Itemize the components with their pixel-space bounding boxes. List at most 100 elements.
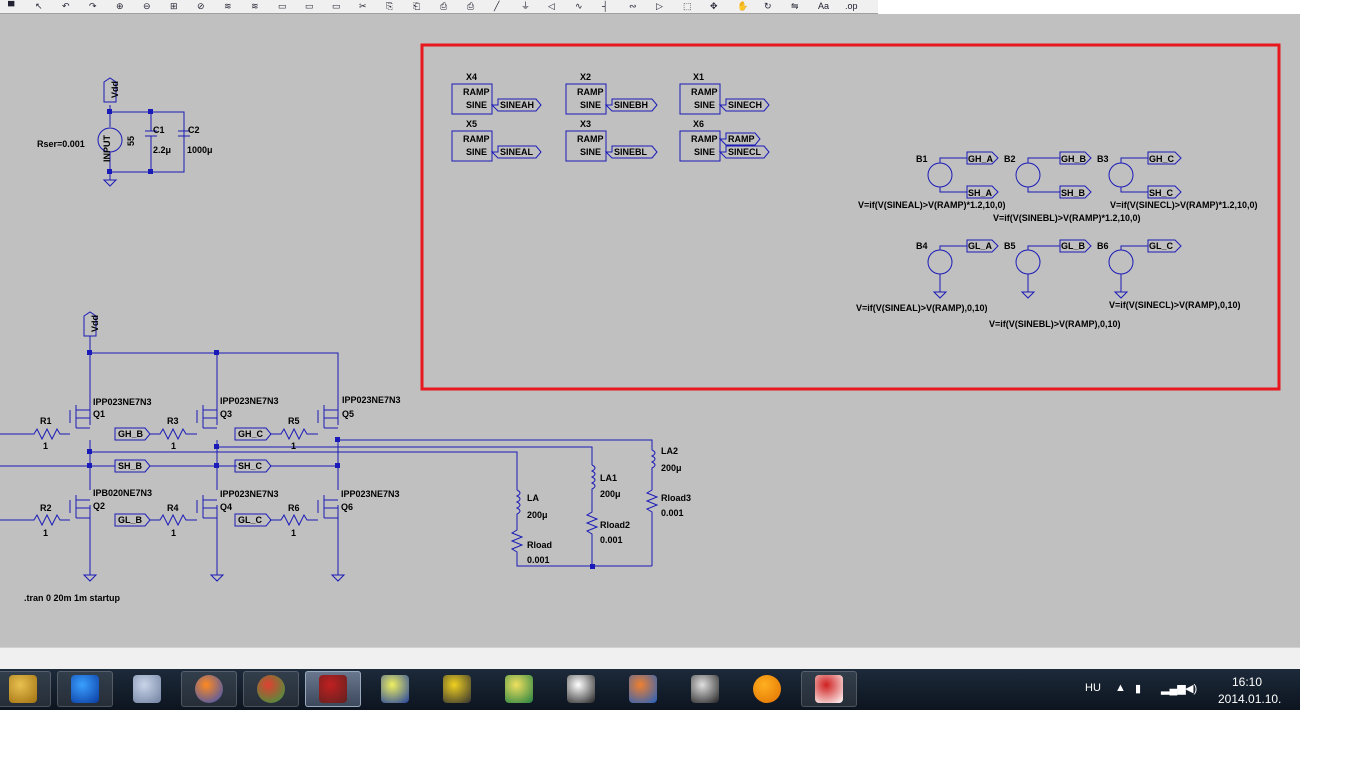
q2-ref: Q2 [93,501,105,511]
x6-ref: X6 [693,119,704,129]
tile-icon[interactable]: ▭ [278,1,287,11]
taskbar-button-kicad[interactable] [367,671,423,707]
taskbar-button-orange-ball[interactable] [739,671,795,707]
taskbar-button-full-tilt-poker[interactable] [677,671,733,707]
vsource-value: 55 [126,136,136,146]
b1-label: GH_A [968,154,994,164]
clock-time[interactable]: 16:10 [1232,675,1263,689]
network-signal-icon[interactable]: ▂▄▆ [1161,683,1186,695]
rload3-ref: Rload3 [661,493,691,503]
schematic-drawing[interactable]: Vdd Vdd INPUT Rser=0.001 55 C1 2.2μ C2 1… [0,14,1300,647]
matlab-icon [629,675,657,703]
media-player-icon [71,675,99,703]
waveform-icon[interactable]: ≋ [224,1,232,11]
gh-c-label: GH_C [238,429,264,439]
r6-value: 1 [291,528,296,538]
print-icon[interactable]: ⎙ [440,1,448,11]
component-icon[interactable]: ⬚ [683,1,692,11]
taskbar-button-ltspice[interactable] [305,671,361,707]
b6-label: GL_C [1149,241,1174,251]
wire-icon[interactable]: ╱ [494,1,500,11]
q4-ref: Q4 [220,502,232,512]
taskbar-button-delta[interactable] [553,671,609,707]
taskbar-button-acrobat[interactable] [801,671,857,707]
q6-part: IPP023NE7N3 [341,489,400,499]
system-tray: HU ▲ ▮ ▂▄▆ ◀) [1075,669,1300,710]
rser-label: Rser=0.001 [37,139,85,149]
taskbar-button-calculator[interactable] [119,671,175,707]
r3-ref: R3 [167,416,179,426]
show-hidden-icons-icon[interactable]: ▲ [1115,682,1126,694]
zoom-out-icon[interactable]: ⊖ [143,1,151,11]
highlight-box [420,43,1281,391]
redo-icon[interactable]: ↷ [89,1,97,11]
b3-ref: B3 [1097,154,1109,164]
save-icon[interactable]: ▀ [8,1,15,11]
mirror-icon[interactable]: ⇋ [791,1,799,11]
schematic-canvas[interactable]: Vdd Vdd INPUT Rser=0.001 55 C1 2.2μ C2 1… [0,14,1300,647]
c1-ref: C1 [153,125,165,135]
paste-icon[interactable]: ⎗ [413,1,421,11]
rotate-icon[interactable]: ↻ [764,1,772,11]
zoom-fit-icon[interactable]: ⊞ [170,1,178,11]
window-icon[interactable]: ▭ [332,1,341,11]
q5-part: IPP023NE7N3 [342,395,401,405]
b1-ref: B1 [916,154,928,164]
drag-icon[interactable]: ✋ [737,1,749,11]
label-icon[interactable]: ◁ [548,1,555,11]
x3-ramp: RAMP [577,134,604,144]
resistor-icon[interactable]: ∿ [575,1,583,11]
firefox-icon [195,675,223,703]
inductor-icon[interactable]: ∾ [629,1,637,11]
x1-ramp: RAMP [691,87,718,97]
gl-b-label: GL_B [118,515,143,525]
cut-icon[interactable]: ✂ [359,1,367,11]
move-icon[interactable]: ✥ [710,1,718,11]
taskbar-button-chrome[interactable] [243,671,299,707]
r1-value: 1 [43,441,48,451]
cascade-icon[interactable]: ▭ [305,1,314,11]
ground-icon[interactable]: ⏚ [521,1,531,11]
taskbar-button-file-explorer[interactable] [0,671,51,707]
diode-icon[interactable]: ▷ [656,1,663,11]
print-setup-icon[interactable]: ⎙ [467,1,475,11]
q1-part: IPP023NE7N3 [93,397,152,407]
r5-ref: R5 [288,416,300,426]
taskbar-button-labview[interactable] [429,671,485,707]
copy-icon[interactable]: ⎘ [386,1,394,11]
rload-value: 0.001 [527,555,550,565]
b4-ref: B4 [916,241,928,251]
b2-ref: B2 [1004,154,1016,164]
spice-directive[interactable]: .tran 0 20m 1m startup [24,593,121,603]
delta-icon [567,675,595,703]
x3-sine: SINE [580,147,601,157]
volume-icon[interactable]: ◀) [1185,683,1198,695]
taskbar-button-media-player[interactable] [57,671,113,707]
x6-sine: SINE [694,147,715,157]
b2-label: GH_B [1061,154,1087,164]
undo-icon[interactable]: ↶ [62,1,70,11]
q3-ref: Q3 [220,409,232,419]
zoom-cancel-icon[interactable]: ⊘ [197,1,205,11]
zoom-in-icon[interactable]: ⊕ [116,1,124,11]
la2-value: 200μ [661,463,682,473]
spice-directive-icon[interactable]: .op [845,1,858,11]
b2-expr: V=if(V(SINEBL)>V(RAMP)*1.2,10,0) [993,213,1141,223]
b4-expr: V=if(V(SINEAL)>V(RAMP),0,10) [856,303,988,313]
toolbar: ▀ ↖ ↶ ↷ ⊕ ⊖ ⊞ ⊘ ≋ ≋ ▭ ▭ ▭ ✂ ⎘ ⎗ ⎙ ⎙ ╱ ⏚ ◁ ∿ ┤ ∾ ▷ ⬚ ✥ ✋ ↻ ⇋ Aa .op [0,0,878,14]
taskbar-button-circuit-app[interactable] [491,671,547,707]
taskbar-button-matlab[interactable] [615,671,671,707]
q6-ref: Q6 [341,502,353,512]
c2-ref: C2 [188,125,200,135]
clock-date[interactable]: 2014.01.10. [1218,692,1282,706]
text-icon[interactable]: Aa [818,1,830,11]
cursor-icon[interactable]: ↖ [35,1,43,11]
x3-ref: X3 [580,119,591,129]
x6-ramp: RAMP [691,134,718,144]
taskbar-button-firefox[interactable] [181,671,237,707]
capacitor-icon[interactable]: ┤ [602,1,609,11]
r2-value: 1 [43,528,48,538]
language-indicator[interactable]: HU [1085,682,1101,694]
waveform-delete-icon[interactable]: ≋ [251,1,259,11]
power-icon[interactable]: ▮ [1135,683,1142,695]
